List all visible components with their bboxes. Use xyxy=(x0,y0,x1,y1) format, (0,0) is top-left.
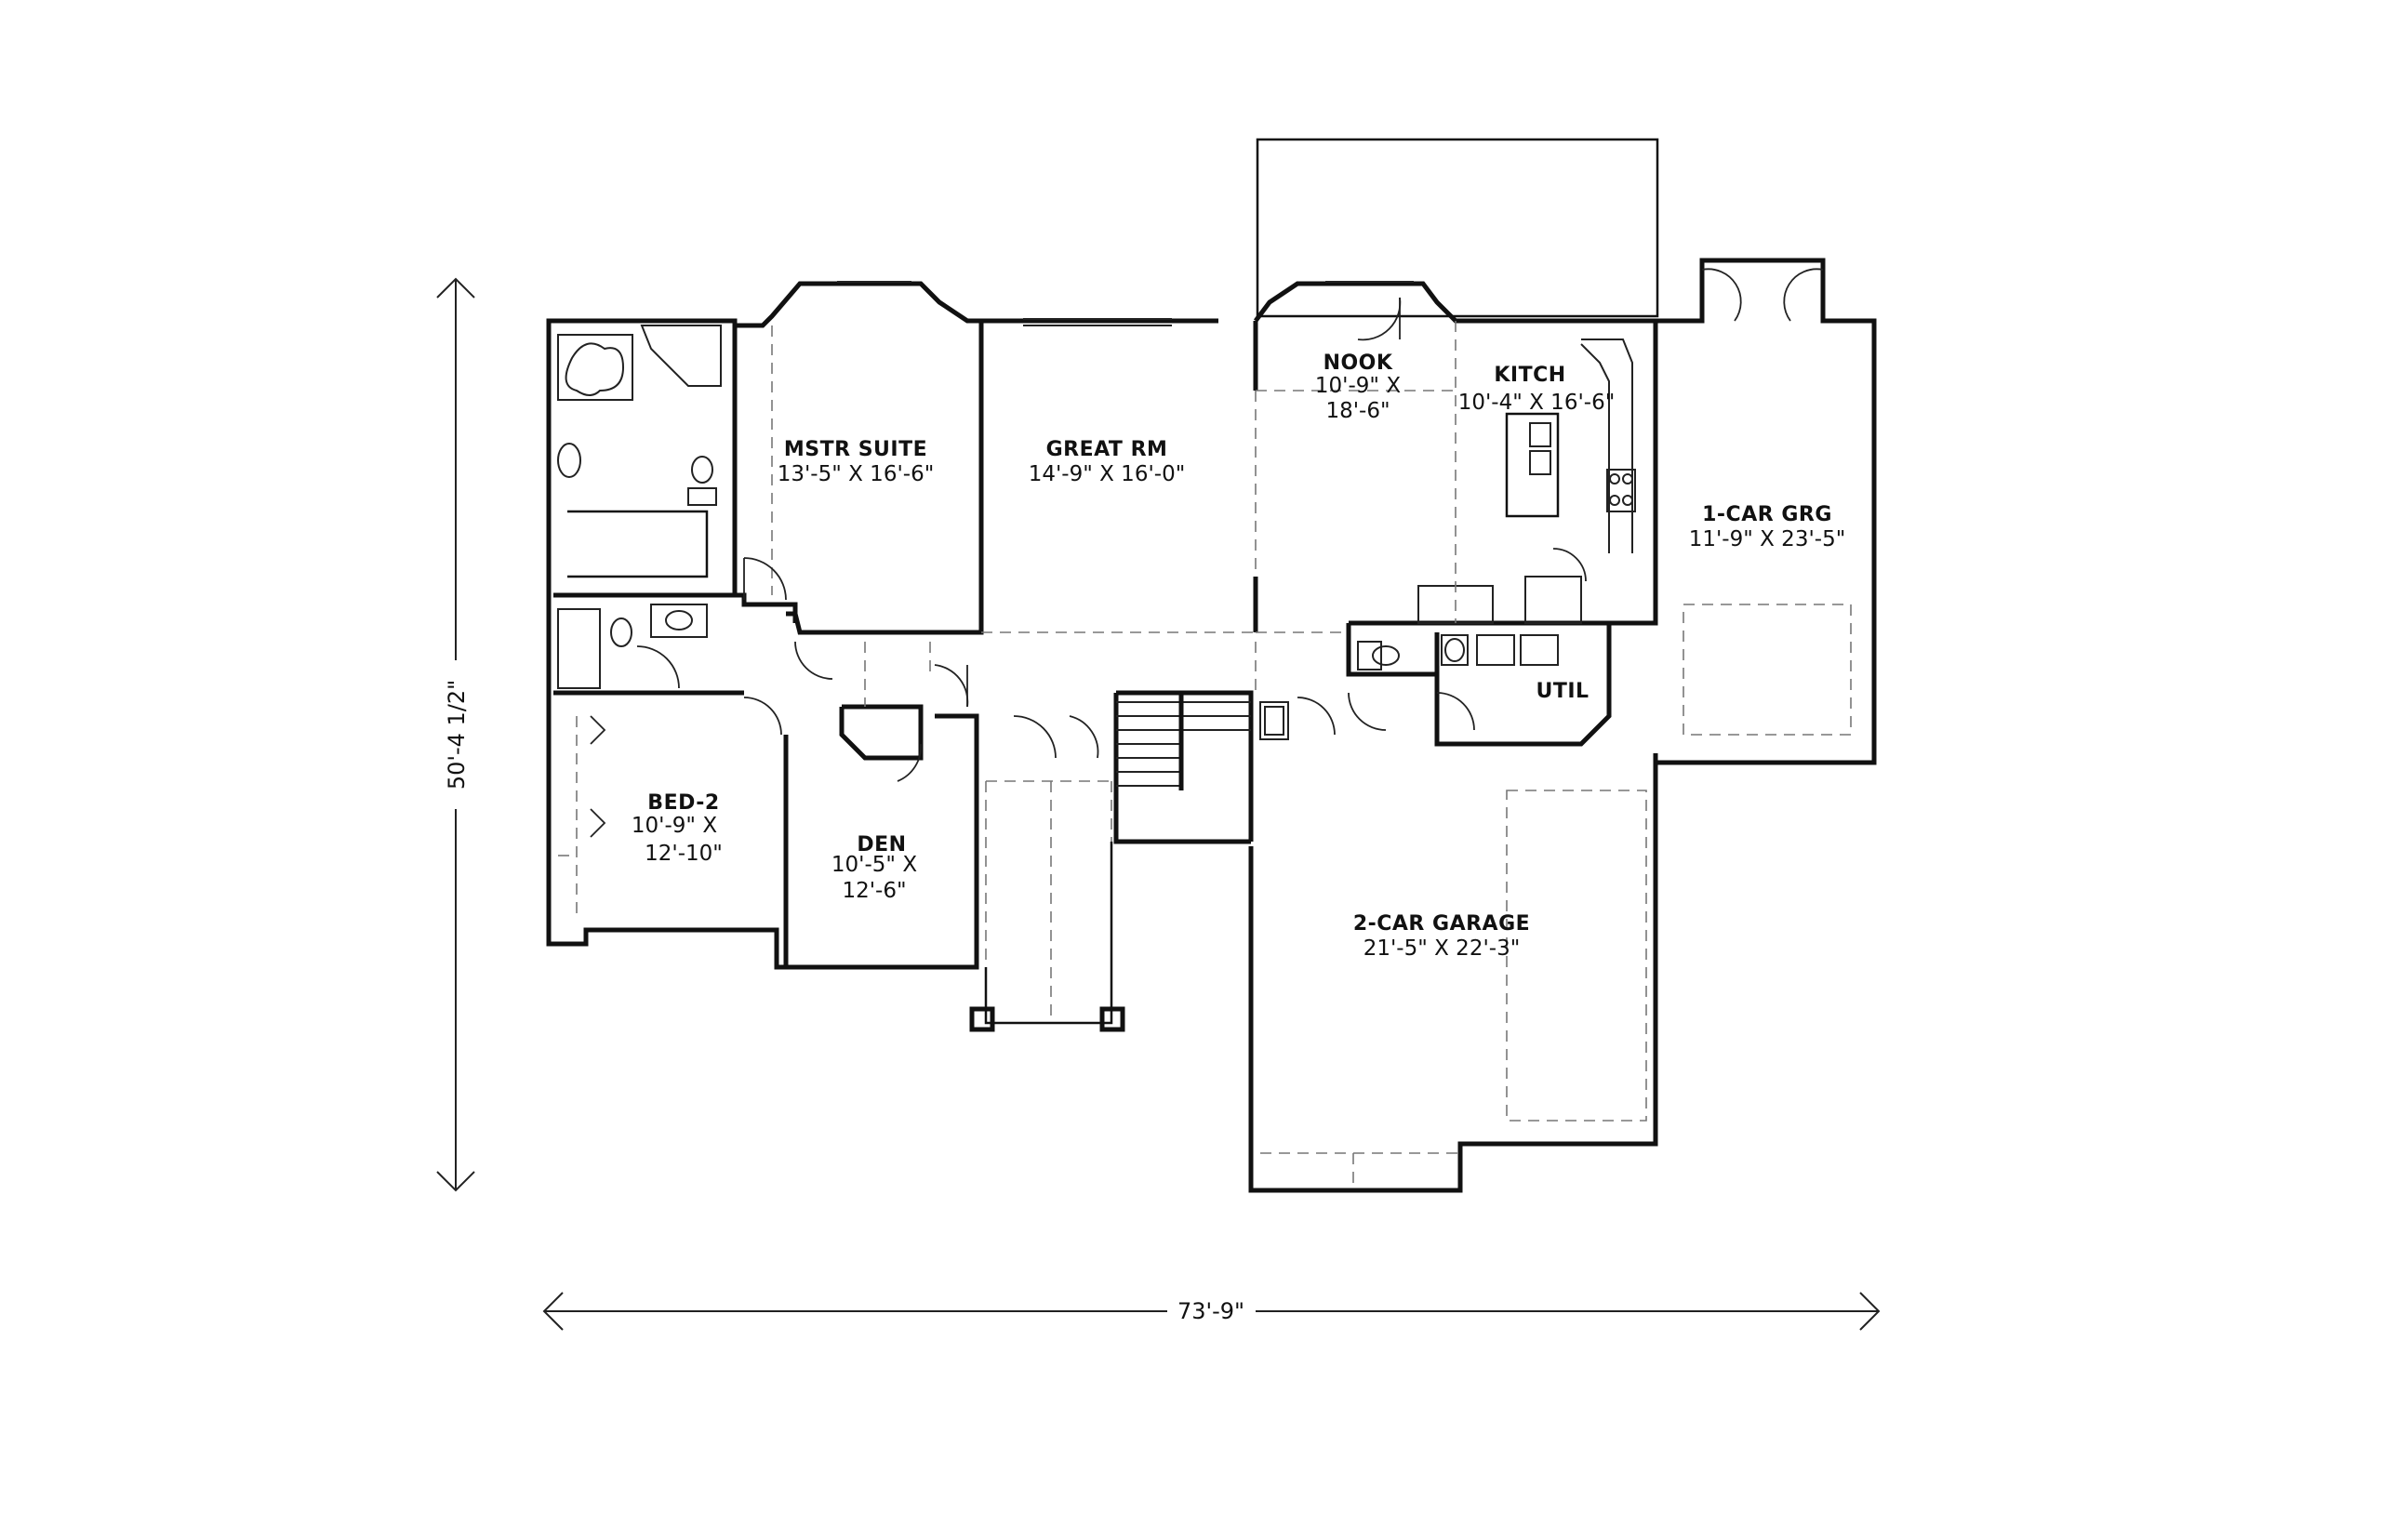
overall-width-label: 73'-9" xyxy=(1177,1298,1244,1324)
rear-patio-outline xyxy=(1256,138,1659,318)
bed-2-name: BED-2 xyxy=(647,791,719,815)
nook-size-line1: 10'-9" X xyxy=(1315,374,1401,398)
door-swings xyxy=(590,268,1824,838)
two-car-garage-size: 21'-5" X 22'-3" xyxy=(1363,936,1521,961)
den-name: DEN xyxy=(857,833,906,856)
bath-fixtures xyxy=(557,325,1636,740)
bed-2-size-line2: 12'-10" xyxy=(645,842,723,866)
one-car-garage-name: 1-CAR GRG xyxy=(1702,503,1832,526)
bed-2-size-line1: 10'-9" X xyxy=(632,814,717,838)
kitchen-name: KITCH xyxy=(1494,364,1565,387)
dimension-depth: 50'-4 1/2" xyxy=(436,277,475,1192)
exterior-walls xyxy=(546,258,1877,1193)
dashed-lines xyxy=(558,321,1852,1190)
front-porch xyxy=(969,842,1125,1032)
master-suite-name: MSTR SUITE xyxy=(784,438,927,461)
den-size-line2: 12'-6" xyxy=(842,879,906,903)
interior-walls xyxy=(553,321,1633,967)
room-labels: MSTR SUITE 13'-5" X 16'-6" GREAT RM 14'-… xyxy=(632,352,1845,961)
great-room-name: GREAT RM xyxy=(1046,438,1168,461)
one-car-garage-size: 11'-9" X 23'-5" xyxy=(1689,527,1846,551)
great-room-size: 14'-9" X 16'-0" xyxy=(1029,462,1186,486)
stairs xyxy=(1116,693,1251,790)
windows xyxy=(837,281,1414,326)
nook-name: NOOK xyxy=(1324,352,1393,375)
two-car-garage-name: 2-CAR GARAGE xyxy=(1353,912,1530,936)
master-suite-size: 13'-5" X 16'-6" xyxy=(778,462,935,486)
utility-name: UTIL xyxy=(1536,680,1589,703)
nook-size-line2: 18'-6" xyxy=(1325,399,1390,423)
overall-depth-label: 50'-4 1/2" xyxy=(444,680,470,790)
den-size-line1: 10'-5" X xyxy=(831,853,917,877)
kitchen-size: 10'-4" X 16'-6" xyxy=(1458,391,1616,415)
dimension-width: 73'-9" xyxy=(542,1292,1881,1331)
